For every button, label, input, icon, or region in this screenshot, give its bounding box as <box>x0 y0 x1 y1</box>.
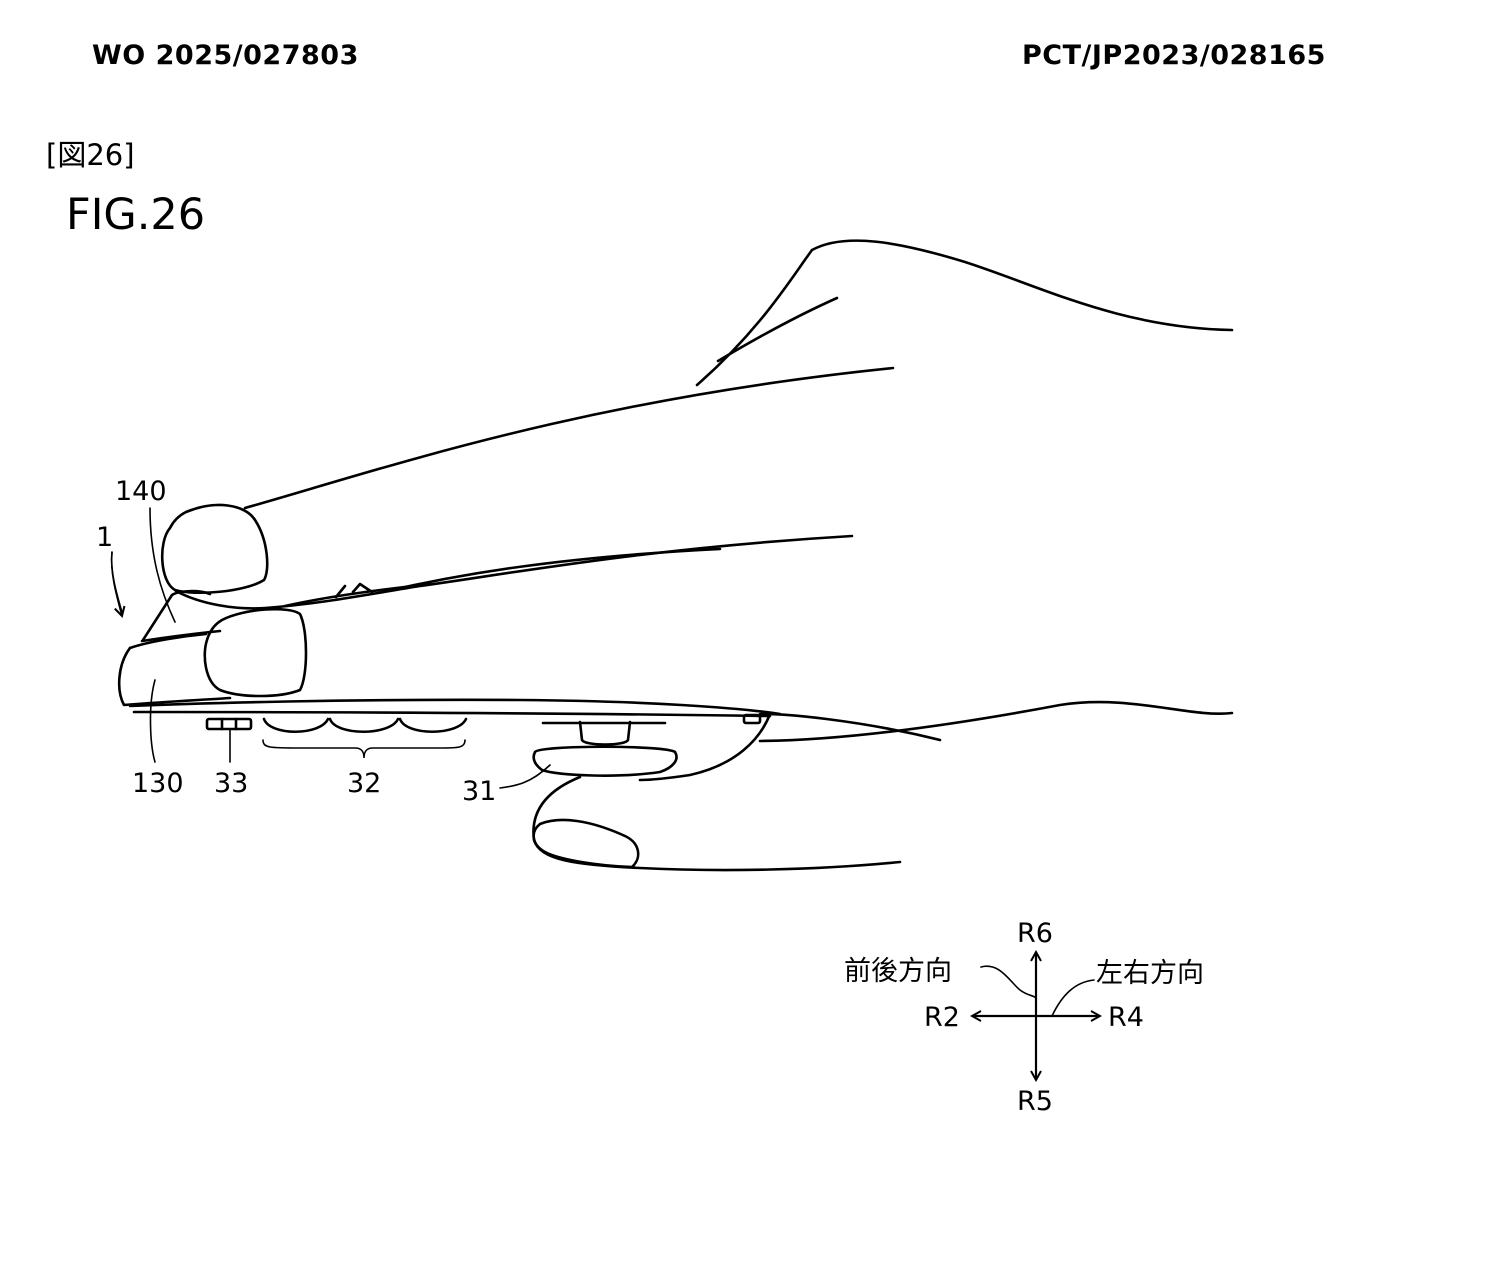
label-left-right-direction: 左右方向 <box>1096 958 1204 989</box>
label-R4: R4 <box>1108 1002 1144 1033</box>
hand-crease-line <box>718 298 837 361</box>
controller-bottom-plate <box>134 712 770 716</box>
leader-left-right <box>1052 980 1094 1016</box>
bracket-32 <box>263 740 465 758</box>
label-130: 130 <box>132 768 184 799</box>
button-32-left <box>264 719 328 732</box>
label-31: 31 <box>462 776 496 807</box>
label-R5: R5 <box>1017 1086 1053 1117</box>
forearm-lower-outline <box>760 702 1232 741</box>
label-front-back-direction: 前後方向 <box>844 956 952 987</box>
button-32-right <box>400 719 466 732</box>
label-32: 32 <box>347 768 381 799</box>
leader-31 <box>500 765 550 788</box>
label-R2: R2 <box>924 1002 960 1033</box>
button-32-middle <box>330 719 398 732</box>
thumb-nail <box>534 820 639 867</box>
label-140: 140 <box>115 476 167 507</box>
label-1: 1 <box>96 522 113 553</box>
label-R6: R6 <box>1017 918 1053 949</box>
stick-31-shaft <box>580 722 630 745</box>
upper-finger-under-edge <box>383 549 720 592</box>
leader-130 <box>150 680 155 762</box>
stick-31-cap <box>534 747 677 776</box>
upper-finger-tip-outline <box>176 536 852 608</box>
upper-finger-top-edge <box>245 368 893 508</box>
controller-lower-part-130 <box>119 648 230 705</box>
lower-finger-nail <box>205 609 306 696</box>
leader-front-back <box>981 966 1036 998</box>
upper-finger-nail <box>162 505 267 593</box>
button-33-divider <box>222 719 236 729</box>
hand-back-outline <box>697 241 1232 385</box>
label-33: 33 <box>214 768 248 799</box>
button-rear <box>744 715 760 723</box>
button-33 <box>207 719 251 729</box>
